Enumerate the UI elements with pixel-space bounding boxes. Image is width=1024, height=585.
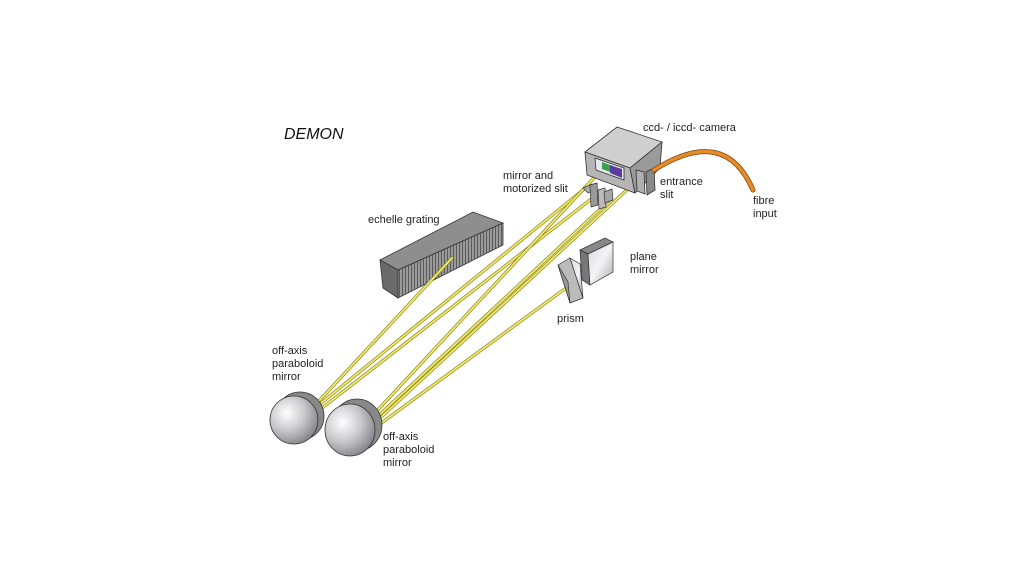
paraboloid-mirror-right xyxy=(324,398,383,457)
prism-label: prism xyxy=(557,313,584,325)
paraboloid-left-label-3: mirror xyxy=(272,371,301,383)
paraboloid-left-label-2: paraboloid xyxy=(272,358,323,370)
motorized-slit xyxy=(582,182,614,210)
prism xyxy=(557,257,584,304)
paraboloid-right-label-1: off-axis xyxy=(383,431,419,443)
plane-mirror-label-1: plane xyxy=(630,251,657,263)
fibre-input-label-1: fibre xyxy=(753,195,774,207)
camera-label: ccd- / iccd- camera xyxy=(643,122,737,134)
entrance-slit-label-1: entrance xyxy=(660,176,703,188)
paraboloid-right-label-3: mirror xyxy=(383,457,412,469)
entrance-slit-label-2: slit xyxy=(660,189,673,201)
entrance-slit xyxy=(635,167,656,196)
plane-mirror xyxy=(579,237,614,286)
plane-mirror-label-2: mirror xyxy=(630,264,659,276)
light-beams xyxy=(316,164,645,426)
mirror-slit-label-1: mirror and xyxy=(503,170,553,182)
paraboloid-left-label-1: off-axis xyxy=(272,345,308,357)
mirror-slit-label-2: motorized slit xyxy=(503,183,568,195)
ccd-camera xyxy=(584,126,663,194)
fibre-input-label-2: input xyxy=(753,208,777,220)
diagram-title: DEMON xyxy=(284,126,344,143)
paraboloid-right-label-2: paraboloid xyxy=(383,444,434,456)
paraboloid-mirror-left xyxy=(269,391,325,445)
echelle-label: echelle grating xyxy=(368,214,440,226)
